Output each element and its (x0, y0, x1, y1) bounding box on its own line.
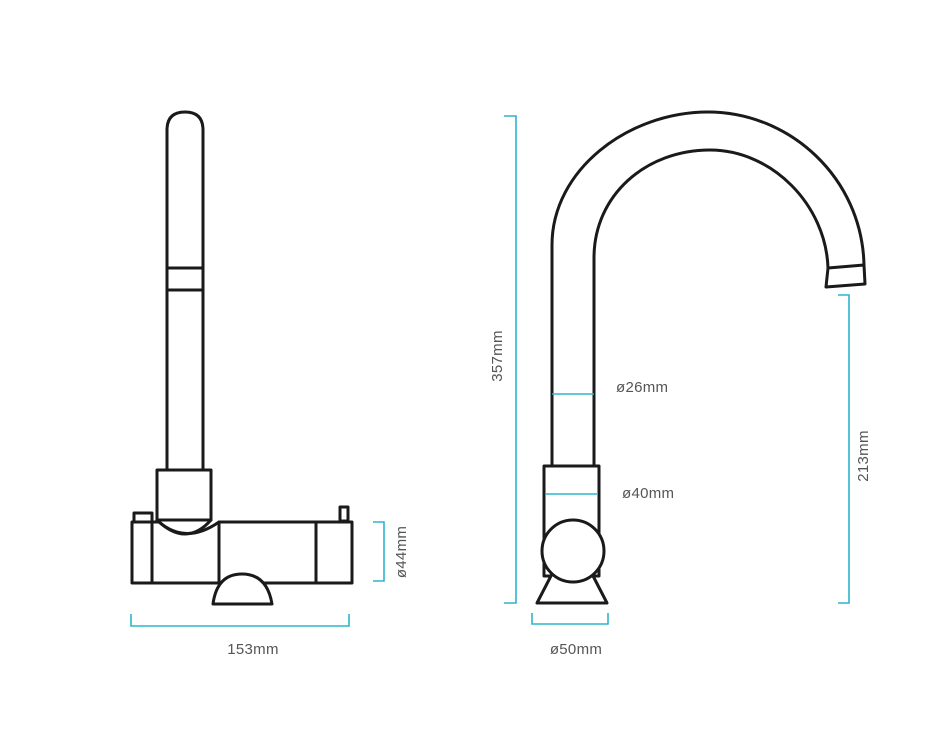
front-base-diameter-dimension (373, 521, 385, 582)
side-spout-height-label: 213mm (855, 430, 872, 482)
front-dome-base (211, 572, 274, 606)
side-body-diameter-label: ø40mm (622, 485, 674, 502)
side-spout-height-dimension (838, 294, 850, 604)
front-width-dimension (130, 614, 350, 627)
front-view (130, 110, 354, 606)
side-total-height-dimension (504, 115, 517, 604)
side-base-diameter-dimension (531, 613, 609, 625)
side-spout-outlet (824, 263, 867, 289)
side-total-height-label: 357mm (489, 330, 506, 382)
front-width-label: 153mm (227, 641, 279, 658)
side-base-diameter-label: ø50mm (550, 641, 602, 658)
side-gooseneck-spout (550, 110, 866, 468)
front-swivel-collar (155, 468, 213, 522)
front-collar-saddle (155, 518, 213, 536)
front-spout-tube (165, 110, 205, 472)
side-handle-disc (540, 518, 606, 584)
front-right-lever-pin (338, 505, 350, 523)
side-spout-diameter-label: ø26mm (616, 379, 668, 396)
front-base-diameter-label: ø44mm (393, 526, 410, 578)
side-view (535, 110, 867, 605)
